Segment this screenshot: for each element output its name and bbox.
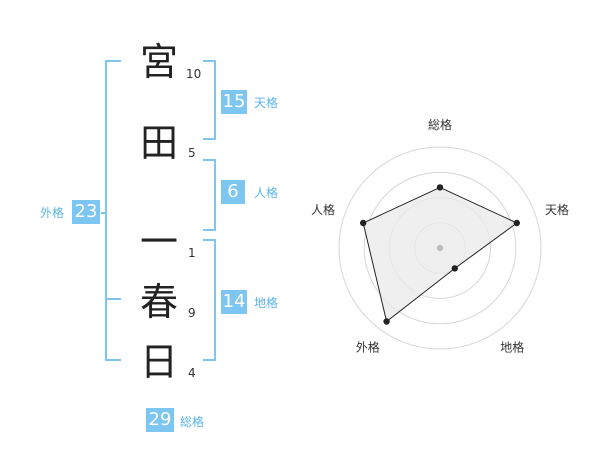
name-char-4: 春	[139, 280, 178, 324]
tenkaku-badge: 15	[221, 90, 247, 114]
name-char-2: 田	[139, 121, 178, 165]
chikaku-badge: 14	[221, 290, 247, 314]
radar-axis-label: 総格	[428, 117, 452, 132]
gaikaku-bracket	[105, 60, 121, 361]
radar-axis-label: 人格	[311, 202, 335, 217]
radar-point	[513, 219, 520, 227]
radar-ring	[363, 171, 517, 325]
stroke-count-3: 1	[188, 246, 196, 260]
chikaku-bracket	[203, 239, 216, 361]
soukaku-badge: 29	[146, 408, 174, 432]
stroke-count-4: 9	[188, 306, 196, 320]
radar-ring	[338, 146, 542, 350]
tenkaku-label: 天格	[254, 96, 279, 110]
jinkaku-label: 人格	[254, 186, 279, 200]
gaikaku-label: 外格	[40, 206, 65, 220]
radar-axis-label: 地格	[500, 340, 524, 355]
name-char-3: 一	[139, 220, 178, 264]
radar-point	[436, 184, 444, 191]
chikaku-label: 地格	[254, 296, 279, 310]
stroke-count-1: 10	[186, 67, 202, 81]
jinkaku-badge: 6	[221, 180, 245, 204]
radar-center-dot	[437, 245, 443, 251]
tenkaku-bracket	[203, 60, 216, 140]
radar-axis-label: 天格	[545, 202, 569, 217]
radar-axis-label: 外格	[356, 340, 380, 355]
radar-point	[383, 318, 390, 325]
radar-point	[451, 265, 458, 272]
soukaku-label: 総格	[180, 415, 205, 429]
stroke-count-5: 4	[188, 366, 196, 380]
stroke-count-2: 5	[188, 146, 196, 160]
radar-point	[360, 219, 367, 227]
jinkaku-bracket	[203, 159, 216, 231]
gaikaku-badge: 23	[72, 200, 100, 224]
name-char-1: 宮	[139, 40, 178, 84]
radar-shape	[362, 186, 518, 323]
name-char-5: 日	[139, 340, 178, 384]
